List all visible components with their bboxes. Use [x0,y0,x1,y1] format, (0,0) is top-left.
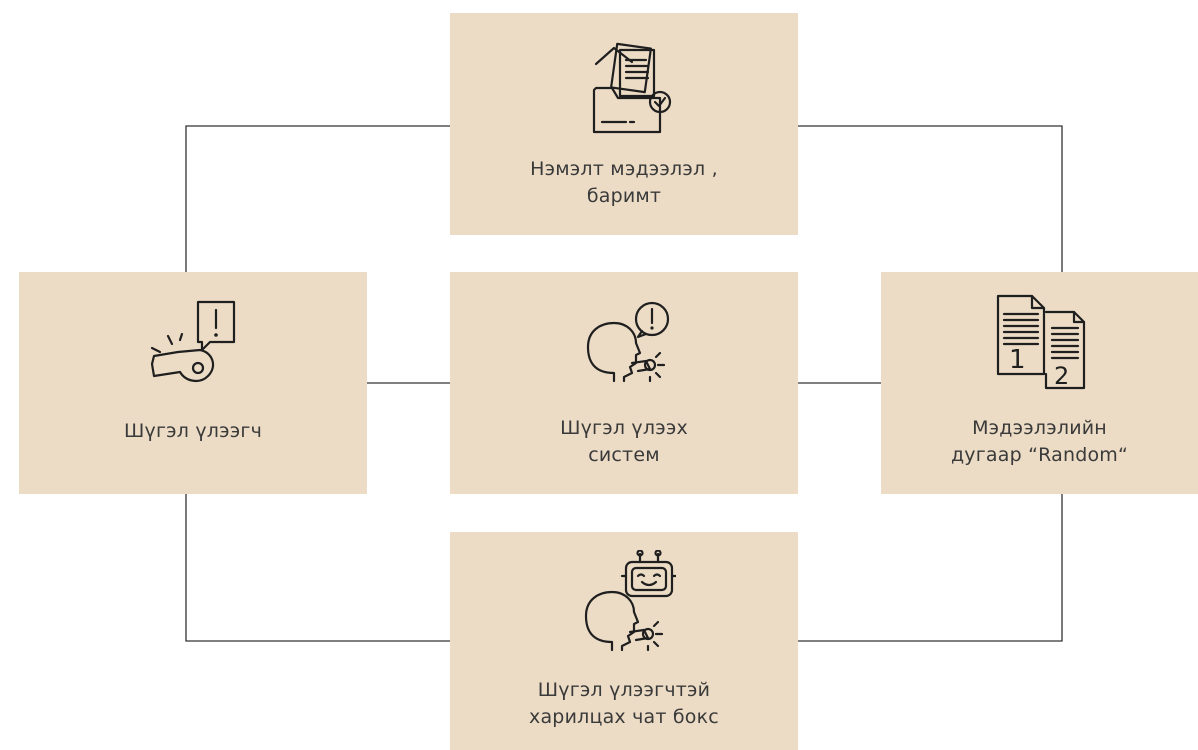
documents-folder-check-icon [592,42,672,134]
node-whistleblower: Шүгэл үлээгч [19,272,367,494]
svg-text:2: 2 [1054,362,1069,390]
node-label: Шүгэл үлээгчтэй харилцах чат бокс [529,679,719,728]
svg-text:1: 1 [1009,345,1026,375]
connector-top-left [185,125,450,272]
node-additional-info: Нэмэлт мэдээлэл , баримт [450,13,798,235]
person-whistle-alert-icon [586,301,670,383]
node-label: Шүгэл үлээгч [123,420,262,442]
node-label: Мэдээлэлийн дугаар “Random“ [950,417,1129,466]
person-whistle-robot-icon [584,550,676,652]
whistle-alert-icon [150,300,236,382]
node-whistleblowing-system: Шүгэл үлээх систем [450,272,798,494]
connector-bottom-right [798,494,1063,642]
numbered-documents-icon: 1 2 [996,294,1085,390]
node-chat-box: Шүгэл үлээгчтэй харилцах чат бокс [450,532,798,750]
node-label: Шүгэл үлээх систем [560,417,688,466]
connector-bottom-left [185,494,450,642]
node-random-number: 1 2 Мэдээлэлийн дугаар “Random“ [881,272,1198,494]
node-label: Нэмэлт мэдээлэл , баримт [530,158,718,207]
connector-top-right [798,125,1063,272]
